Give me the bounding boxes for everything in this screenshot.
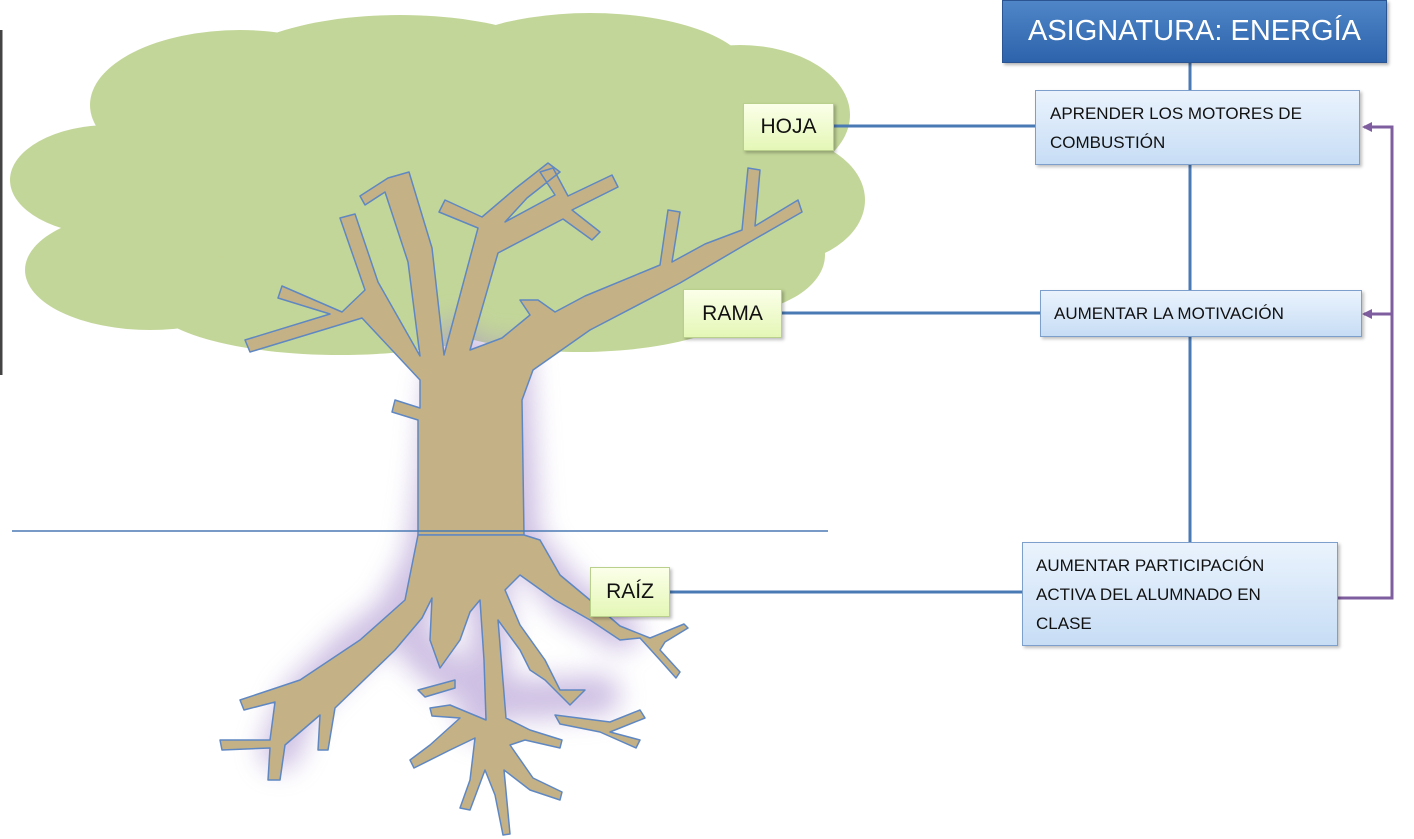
objective-rama: AUMENTAR LA MOTIVACIÓN — [1040, 290, 1362, 337]
feedback-arrows — [1338, 122, 1394, 600]
label-rama: RAMA — [683, 289, 782, 338]
label-hoja: HOJA — [743, 103, 834, 151]
objective-raiz: AUMENTAR PARTICIPACIÓN ACTIVA DEL ALUMNA… — [1022, 542, 1338, 646]
label-raiz: RAÍZ — [590, 567, 670, 617]
tree-trunk — [219, 162, 803, 836]
subject-title: ASIGNATURA: ENERGÍA — [1002, 0, 1387, 63]
objective-hoja: APRENDER LOS MOTORES DE COMBUSTIÓN — [1035, 90, 1360, 165]
tree-canopy — [10, 13, 865, 355]
